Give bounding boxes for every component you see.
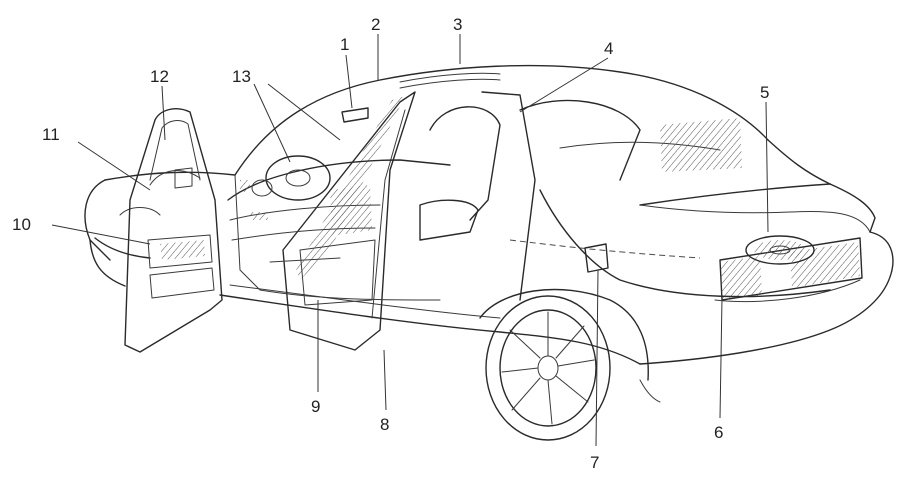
callout-11: 11 xyxy=(42,125,60,144)
front-door-open xyxy=(124,108,223,353)
leader-lines xyxy=(51,34,769,447)
callout-7: 7 xyxy=(590,453,599,472)
callout-8: 8 xyxy=(380,415,389,434)
callout-12: 12 xyxy=(150,67,169,86)
leader-5 xyxy=(765,101,769,233)
callout-5: 5 xyxy=(760,83,769,102)
rear-wheel xyxy=(479,288,661,441)
callout-10: 10 xyxy=(12,215,31,234)
callout-labels: 1 2 3 4 5 6 7 8 9 10 11 12 13 xyxy=(12,15,769,472)
interior xyxy=(227,72,742,301)
leader-13a xyxy=(253,83,291,163)
leader-10 xyxy=(51,224,151,245)
callout-6: 6 xyxy=(714,423,723,442)
callout-2: 2 xyxy=(371,15,380,34)
callout-9: 9 xyxy=(311,397,320,416)
leader-7 xyxy=(595,269,599,447)
callout-3: 3 xyxy=(453,15,462,34)
callout-4: 4 xyxy=(604,39,613,58)
leader-6 xyxy=(719,297,723,419)
leader-4 xyxy=(519,57,609,113)
leader-12 xyxy=(161,85,166,141)
callout-1: 1 xyxy=(340,35,349,54)
leader-11 xyxy=(77,141,151,191)
car-body xyxy=(84,64,894,365)
leader-8 xyxy=(383,349,387,411)
callout-13: 13 xyxy=(232,67,251,86)
leader-1 xyxy=(345,54,353,109)
leader-13b xyxy=(267,83,341,141)
